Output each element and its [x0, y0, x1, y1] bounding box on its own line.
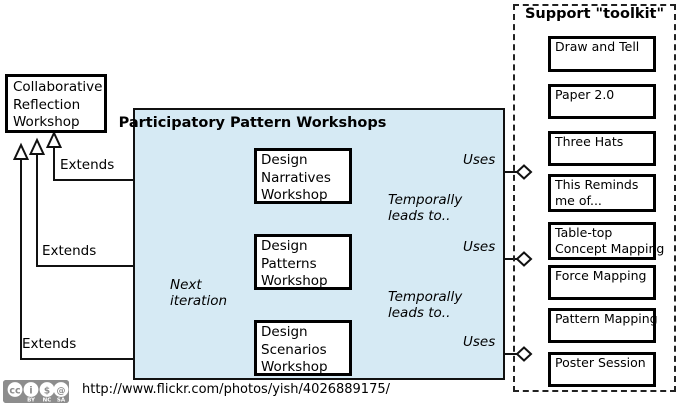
toolkit-item-pattern-mapping[interactable]: Pattern Mapping	[548, 308, 658, 343]
toolkit-item-label: Poster Session	[555, 355, 646, 370]
design-narratives-workshop-box[interactable]: Design Narratives Workshop	[254, 148, 352, 204]
toolkit-item-this-reminds-me-of[interactable]: This Reminds me of...	[548, 174, 656, 212]
temporal-label-2: Temporally leads to..	[388, 289, 463, 321]
design-patterns-workshop-box[interactable]: Design Patterns Workshop	[254, 234, 352, 290]
svg-text:$: $	[44, 387, 50, 397]
support-toolkit-title: Support "toolkit"	[524, 6, 665, 22]
design-scenarios-workshop-label: Design Scenarios Workshop	[261, 324, 328, 375]
svg-text:BY: BY	[27, 398, 36, 403]
next-iteration-label: Next iteration	[170, 277, 228, 309]
svg-text:@: @	[57, 387, 66, 397]
design-narratives-workshop-label: Design Narratives Workshop	[261, 152, 331, 203]
toolkit-item-label: Draw and Tell	[555, 39, 640, 54]
extends-label-3: Extends	[22, 336, 77, 352]
toolkit-item-force-mapping[interactable]: Force Mapping	[548, 265, 656, 300]
svg-text:i: i	[29, 386, 32, 397]
toolkit-item-poster-session[interactable]: Poster Session	[548, 352, 656, 387]
toolkit-item-paper-2-0[interactable]: Paper 2.0	[548, 84, 656, 119]
design-patterns-workshop-label: Design Patterns Workshop	[261, 238, 328, 289]
toolkit-item-draw-and-tell[interactable]: Draw and Tell	[548, 36, 656, 72]
toolkit-item-label: Paper 2.0	[555, 87, 615, 102]
toolkit-item-label: This Reminds me of...	[555, 177, 639, 208]
toolkit-item-table-top-concept-mapping[interactable]: Table-top Concept Mapping	[548, 222, 664, 260]
collaborative-reflection-workshop-label: Collaborative Reflection Workshop	[13, 79, 103, 130]
toolkit-item-label: Force Mapping	[555, 268, 647, 283]
cc-badge-svg: cc i $ @ BY NC SA	[3, 380, 69, 403]
svg-text:NC: NC	[43, 398, 52, 403]
extends-label-1: Extends	[60, 157, 115, 173]
support-toolkit-container	[513, 4, 676, 392]
extends-label-2: Extends	[42, 243, 97, 259]
svg-text:SA: SA	[57, 398, 66, 403]
uses-label-1: Uses	[463, 152, 496, 168]
design-scenarios-workshop-box[interactable]: Design Scenarios Workshop	[254, 320, 352, 376]
collaborative-reflection-workshop-box[interactable]: Collaborative Reflection Workshop	[5, 74, 107, 133]
uses-label-2: Uses	[463, 239, 496, 255]
toolkit-item-three-hats[interactable]: Three Hats	[548, 131, 656, 166]
participatory-pattern-workshops-title: Participatory Pattern Workshops	[118, 115, 387, 131]
svg-text:cc: cc	[9, 386, 20, 397]
toolkit-item-label: Pattern Mapping	[555, 311, 658, 326]
temporal-label-1: Temporally leads to..	[388, 192, 463, 224]
source-url-text: http://www.flickr.com/photos/yish/402688…	[82, 382, 391, 397]
toolkit-item-label: Table-top Concept Mapping	[555, 225, 665, 256]
toolkit-item-label: Three Hats	[555, 134, 624, 149]
uses-label-3: Uses	[463, 334, 496, 350]
creative-commons-license-icon[interactable]: cc i $ @ BY NC SA	[3, 380, 69, 403]
